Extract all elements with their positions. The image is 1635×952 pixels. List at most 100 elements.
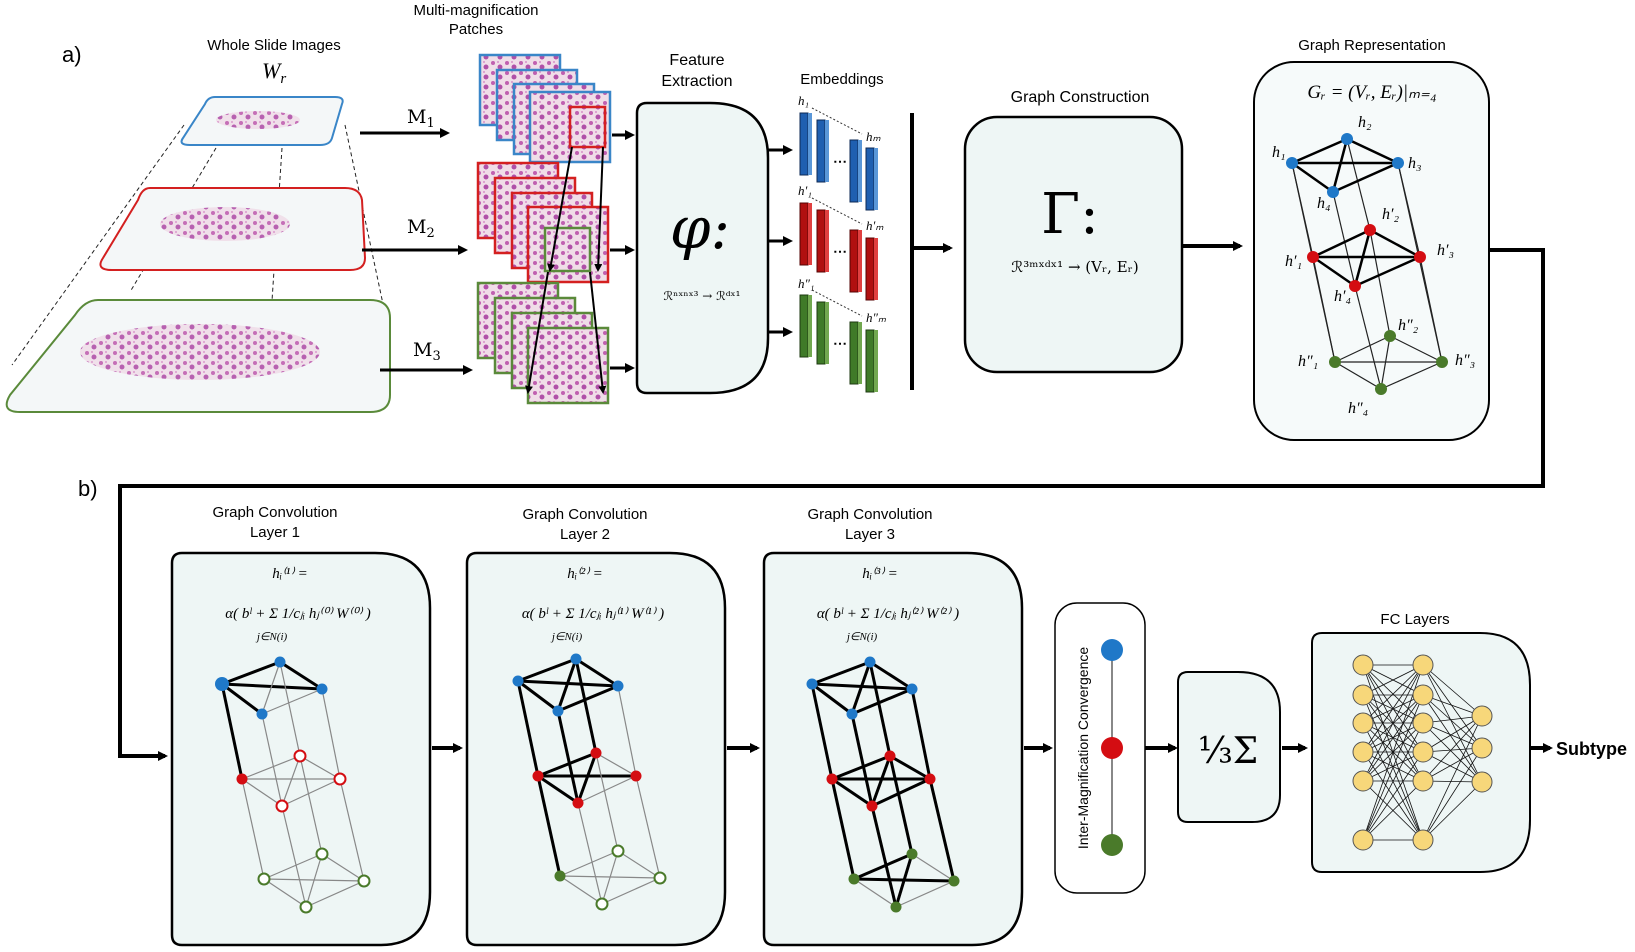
embedding-arrows bbox=[768, 145, 793, 337]
gc2-formula-body: α( bˡ + Σ 1/cⱼᵢ hⱼ⁽¹⁾ W⁽¹⁾ ) bbox=[522, 606, 664, 622]
gc2-node-b2 bbox=[570, 653, 582, 665]
node-label-h1-dprime: h″₁ bbox=[1298, 353, 1318, 370]
gc2-sum-subscript: j∈N(i) bbox=[550, 631, 583, 643]
gc3-title-line2: Layer 3 bbox=[845, 526, 895, 543]
fc-title: FC Layers bbox=[1380, 611, 1449, 628]
fc-neuron-1-5 bbox=[1412, 829, 1434, 851]
graph-node-r3 bbox=[1414, 251, 1426, 263]
gc1-graph bbox=[215, 656, 371, 914]
graph-node-g2 bbox=[1384, 330, 1396, 342]
fc-neuron-1-4 bbox=[1412, 770, 1434, 792]
gc3-node-b1 bbox=[806, 678, 818, 690]
gc2-node-r1 bbox=[532, 770, 544, 782]
mag-label-1: M1 bbox=[407, 106, 435, 131]
gc3-formula-body: α( bˡ + Σ 1/cⱼᵢ hⱼ⁽²⁾ W⁽²⁾ ) bbox=[817, 606, 959, 622]
gc3-formula-head: hᵢ⁽³⁾ = bbox=[862, 566, 898, 582]
embedding-label-h1-dprime: h″₁ bbox=[798, 276, 814, 291]
gc3-node-g1 bbox=[848, 873, 860, 885]
panel-label-b: b) bbox=[78, 476, 98, 501]
gc1-title-line1: Graph Convolution bbox=[212, 504, 337, 521]
fc-neuron-2-1 bbox=[1471, 737, 1493, 759]
convergence-node-green bbox=[1101, 834, 1123, 856]
svg-text:⋯: ⋯ bbox=[833, 335, 847, 351]
convergence-label: Inter-Magnification Convergence bbox=[1075, 647, 1091, 850]
gc1-node-g4 bbox=[299, 900, 313, 914]
fc-neuron-1-2 bbox=[1412, 712, 1434, 734]
convergence-node-red bbox=[1101, 737, 1123, 759]
gc1-node-b1 bbox=[215, 677, 229, 691]
gc3-graph bbox=[806, 656, 960, 913]
gc2-node-r4 bbox=[572, 797, 584, 809]
fc-neuron-1-0 bbox=[1412, 654, 1434, 676]
svg-text:⋯: ⋯ bbox=[833, 153, 847, 169]
graph-node-r1 bbox=[1307, 251, 1319, 263]
graph-node-g4 bbox=[1375, 383, 1387, 395]
gc2-node-b1 bbox=[512, 675, 524, 687]
gc1-node-g2 bbox=[315, 847, 329, 861]
wsi-title: Whole Slide Images bbox=[207, 37, 340, 54]
graph-node-b4 bbox=[1327, 186, 1339, 198]
fc-neuron-0-5 bbox=[1352, 829, 1374, 851]
section-connector bbox=[118, 248, 1545, 761]
gc3-title-line1: Graph Convolution bbox=[807, 506, 932, 523]
node-label-h2-dprime: h″₂ bbox=[1398, 317, 1419, 334]
gc3-node-r2 bbox=[884, 750, 896, 762]
fc-network bbox=[1352, 654, 1493, 851]
gc3-node-r1 bbox=[826, 773, 838, 785]
output-label: Subtype bbox=[1556, 739, 1627, 759]
feature-extraction-line2: Extraction bbox=[661, 73, 732, 90]
wsi-stack bbox=[5, 96, 391, 413]
node-label-h3: h₃ bbox=[1408, 155, 1422, 172]
phi-mapping: ℛⁿˣⁿˣ³ → ℛᵈˣ¹ bbox=[664, 289, 741, 303]
gc1-box bbox=[170, 551, 432, 947]
graph-node-g3 bbox=[1436, 356, 1448, 368]
gc3-node-b2 bbox=[864, 656, 876, 668]
gc1-node-b2 bbox=[274, 656, 286, 668]
embedding-label-h1-prime: h′₁ bbox=[798, 183, 812, 198]
gc1-node-g3 bbox=[357, 874, 371, 888]
gc-graphs bbox=[215, 653, 960, 914]
feature-extraction-line1: Feature bbox=[669, 52, 724, 69]
average-symbol: ⅓Σ bbox=[1198, 731, 1258, 772]
node-label-h1: h₁ bbox=[1272, 144, 1286, 161]
gc1-node-r3 bbox=[333, 772, 347, 786]
fc-neuron-1-1 bbox=[1412, 684, 1434, 706]
panel-label-a: a) bbox=[62, 42, 82, 67]
gc2-node-g3 bbox=[653, 871, 667, 885]
embedding-label-hm: hₘ bbox=[866, 129, 882, 144]
fc-neuron-0-1 bbox=[1352, 684, 1374, 706]
fc-neuron-0-2 bbox=[1352, 712, 1374, 734]
graph-rep-title: Graph Representation bbox=[1298, 37, 1446, 54]
gc2-node-b4 bbox=[552, 705, 564, 717]
gc3-node-b3 bbox=[906, 683, 918, 695]
phi-symbol: φ: bbox=[670, 194, 730, 262]
gc2-node-g2 bbox=[611, 844, 625, 858]
node-label-h3-dprime: h″₃ bbox=[1455, 352, 1475, 369]
gc2-title-line2: Layer 2 bbox=[560, 526, 610, 543]
node-label-h1-prime: h′₁ bbox=[1285, 253, 1302, 270]
gc1-node-b4 bbox=[256, 708, 268, 720]
gc2-node-r2 bbox=[590, 747, 602, 759]
wsi-symbol: Wr bbox=[262, 58, 286, 87]
gc2-node-g4 bbox=[595, 897, 609, 911]
fc-neuron-0-3 bbox=[1352, 741, 1374, 763]
fc-neuron-2-2 bbox=[1471, 771, 1493, 793]
fc-neuron-2-0 bbox=[1471, 705, 1493, 727]
embedding-label-hm-prime: h′ₘ bbox=[866, 218, 884, 233]
gc1-node-r2 bbox=[293, 749, 307, 763]
graph-rep-formula: Gᵣ = (Vᵣ, Eᵣ)|ₘ₌₄ bbox=[1307, 82, 1436, 103]
gc2-node-b3 bbox=[612, 680, 624, 692]
gc1-node-r4 bbox=[275, 799, 289, 813]
gc3-sum-subscript: j∈N(i) bbox=[845, 631, 878, 643]
gc1-sum-subscript: j∈N(i) bbox=[255, 631, 288, 643]
gamma-symbol: Γ: bbox=[1041, 182, 1099, 247]
gc1-formula-head: hᵢ⁽¹⁾ = bbox=[272, 566, 308, 582]
gc1-title-line2: Layer 1 bbox=[250, 524, 300, 541]
fc-neuron-0-0 bbox=[1352, 654, 1374, 676]
node-label-h4-dprime: h″₄ bbox=[1348, 400, 1368, 417]
embeddings-title: Embeddings bbox=[800, 71, 883, 88]
graph-node-b2 bbox=[1341, 133, 1353, 145]
gc3-node-r4 bbox=[866, 800, 878, 812]
graph-node-g1 bbox=[1329, 356, 1341, 368]
